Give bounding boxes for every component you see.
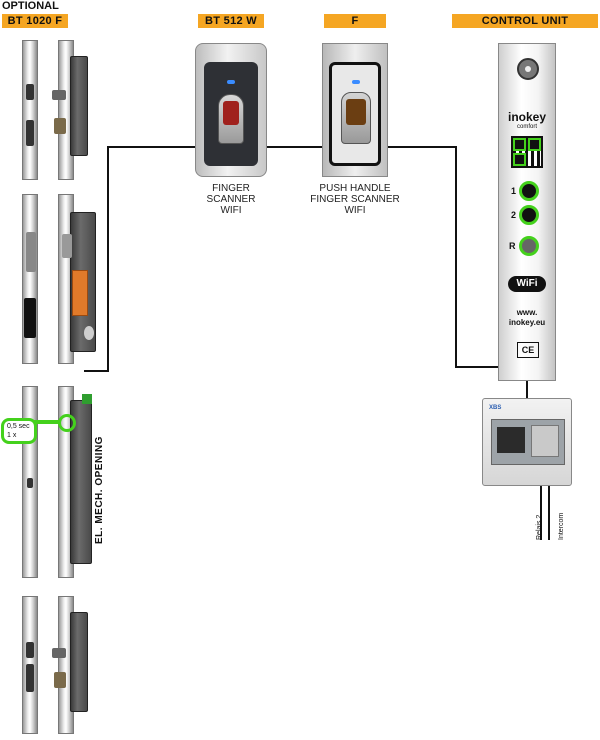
pulse-connector — [34, 420, 60, 424]
button-1-label: 1 — [511, 186, 517, 196]
caption-line: SCANNER — [206, 194, 256, 205]
caption-line: FINGER SCANNER — [310, 194, 400, 205]
push-handle-caption: PUSH HANDLE FINGER SCANNER WIFI — [300, 183, 410, 216]
url-line-1: www. — [516, 308, 538, 317]
button-2-label: 2 — [511, 210, 517, 220]
handle-led-icon — [352, 80, 360, 84]
button-r-label: R — [509, 241, 516, 251]
lock-cylinder-icon — [517, 58, 539, 80]
pulse-count: 1 x — [7, 432, 17, 439]
output-intercom: Intercom — [558, 512, 565, 540]
f-tag: F — [324, 14, 386, 28]
caption-line: PUSH HANDLE — [319, 183, 391, 194]
output-relais-2: Relais 2 — [536, 514, 543, 540]
qr-code-icon — [511, 136, 543, 168]
control-unit-panel: inokey comfort 1 2 R WiFi www. inokey.eu… — [498, 43, 556, 381]
relay-module — [497, 427, 525, 453]
url-line-2: inokey.eu — [508, 318, 546, 327]
handle-fingerprint-sensor-icon — [341, 92, 371, 144]
ce-mark: CE — [517, 342, 539, 358]
pulse-ring-icon — [58, 414, 76, 432]
control-unit-tag: CONTROL UNIT — [452, 14, 598, 28]
wifi-badge: WiFi — [508, 276, 546, 292]
relay-brand: XBS — [489, 405, 502, 411]
bt1020f-tag: BT 1020 F — [2, 14, 68, 28]
pulse-info-box: 0,5 sec 1 x — [1, 418, 37, 444]
finger-scanner-caption: FINGER SCANNER WIFI — [192, 183, 270, 216]
bt512w-tag: BT 512 W — [198, 14, 264, 28]
pulse-time: 0,5 sec — [7, 423, 30, 430]
finger-scanner-device — [195, 43, 267, 177]
brand-sub: comfort — [516, 124, 537, 130]
caption-line: FINGER — [212, 183, 250, 194]
brand-logo: inokey — [507, 110, 546, 124]
button-2[interactable] — [519, 205, 539, 225]
el-mech-opening-label: EL. MECH. OPENING — [94, 436, 105, 544]
relay-box: XBS — [482, 398, 572, 486]
fingerprint-sensor-icon — [218, 94, 244, 144]
push-handle-scanner-device — [322, 43, 388, 177]
reset-button[interactable] — [519, 236, 539, 256]
optional-label: OPTIONAL — [2, 0, 59, 12]
caption-line: WIFI — [344, 205, 366, 216]
scanner-led-icon — [227, 80, 235, 84]
caption-line: WIFI — [220, 205, 242, 216]
button-1[interactable] — [519, 181, 539, 201]
